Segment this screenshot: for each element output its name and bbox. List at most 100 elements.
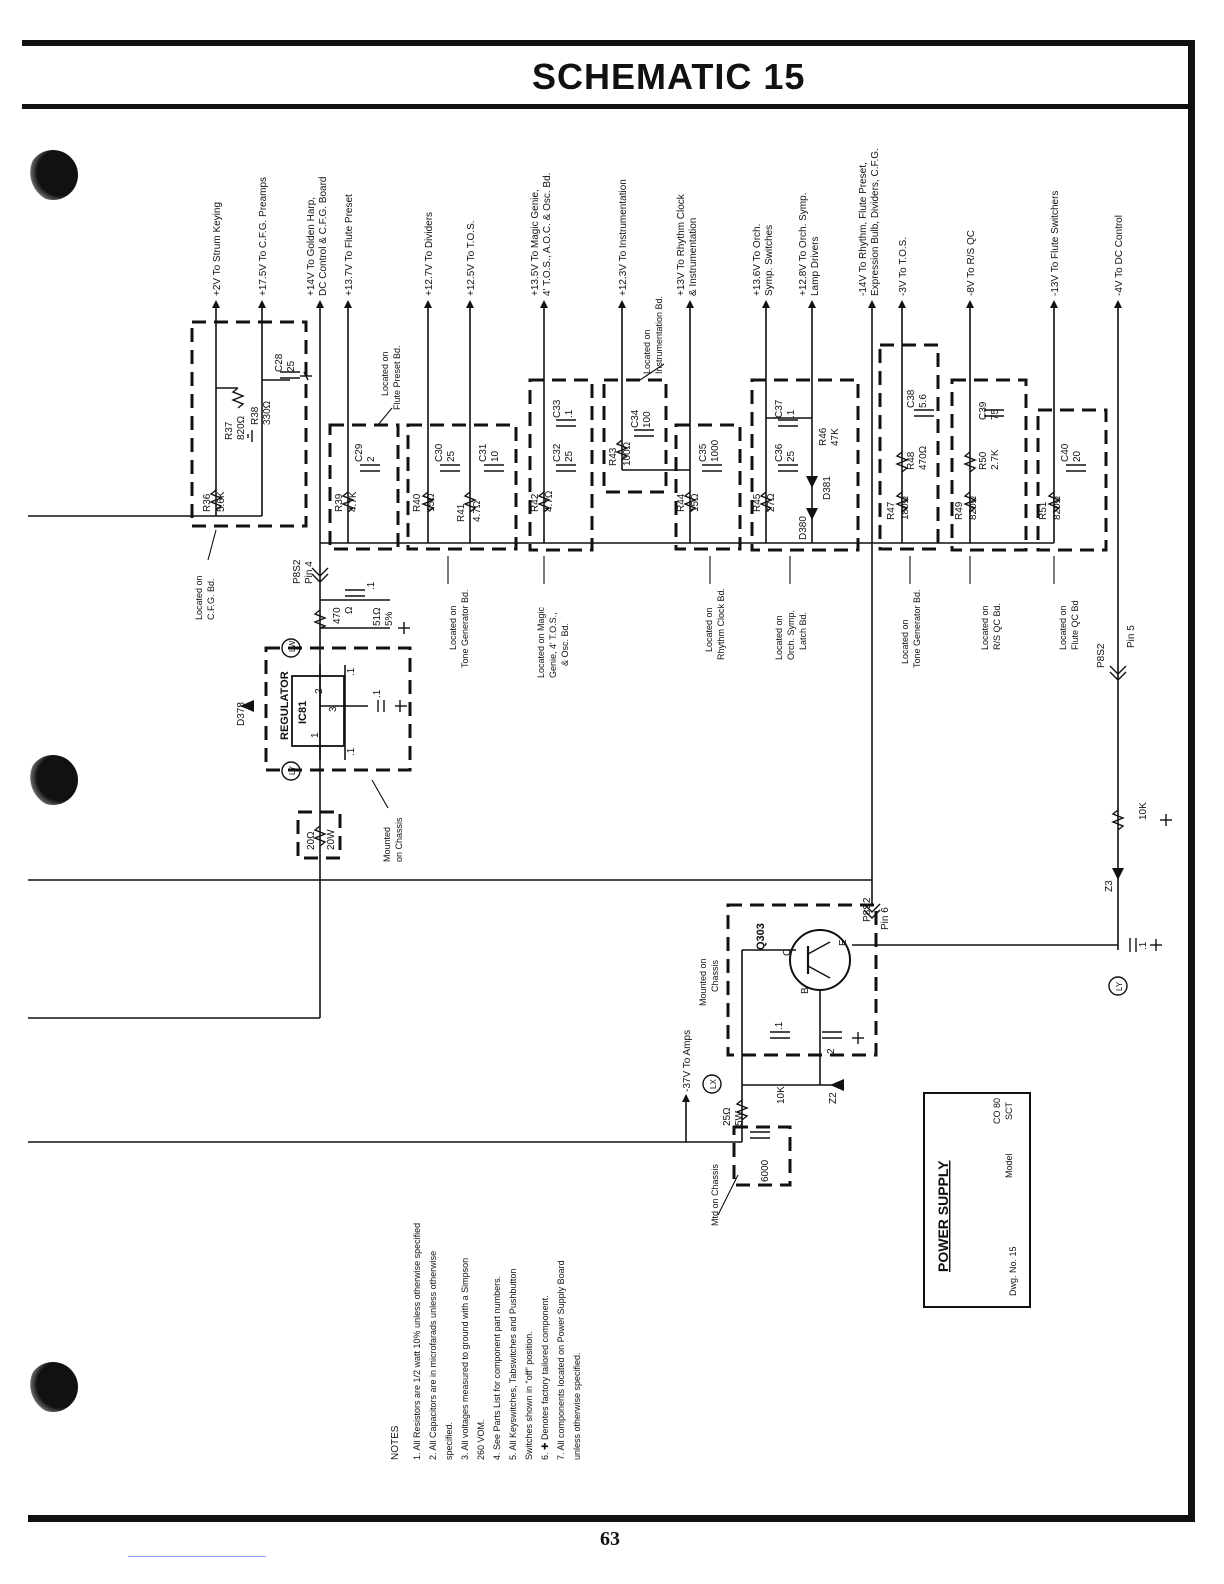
- rhythm-board-l1: Located on: [704, 607, 714, 652]
- r38-label: R38: [250, 406, 261, 425]
- c38-label: C38: [906, 389, 917, 408]
- r40-label: R40: [412, 493, 423, 512]
- c39-label: C39: [978, 401, 989, 420]
- supply-label: +13V To Rhythm Clock: [676, 193, 687, 296]
- c32-value: 25: [564, 450, 575, 462]
- chassis-reg-l1: Mounted: [382, 827, 392, 862]
- c40-value: 20: [1072, 450, 1083, 462]
- ic-pin1: 1: [310, 732, 321, 738]
- c36-label: C36: [774, 443, 785, 462]
- notes-block: NOTES 1. All Resistors are 1/2 watt 10% u…: [390, 1223, 582, 1460]
- page-number: 63: [600, 1528, 620, 1550]
- r49-label: R49: [954, 501, 965, 520]
- note-line: specified.: [444, 1422, 454, 1460]
- r39-label: R39: [334, 493, 345, 512]
- supply-label-line2: Expression Bulb, Dividers, C.F.G.: [870, 148, 881, 296]
- magic-genie-l2: Genie, 4' T.O.S.,: [548, 612, 558, 678]
- title-block-model-label: Model: [1004, 1153, 1014, 1178]
- page-title: SCHEMATIC 15: [532, 56, 806, 97]
- tone-gen-2-l1: Located on: [900, 619, 910, 664]
- r40-value: 15Ω: [426, 493, 437, 512]
- scan-artifact-line: [128, 1556, 266, 1557]
- r38-value: 330Ω: [262, 400, 273, 425]
- amps-label: -37V To Amps: [682, 1030, 693, 1092]
- cap-01-d: .1: [346, 747, 357, 756]
- note-line: 1. All Resistors are 1/2 watt 10% unless…: [412, 1223, 422, 1460]
- c28-label: C28: [274, 353, 285, 372]
- ic-pin3: 3: [328, 706, 339, 712]
- chassis-q-l1: Mounted on: [698, 958, 708, 1006]
- frame-bottom-border: [28, 1515, 1195, 1522]
- supply-label: +17.5V To C.F.G. Preamps: [258, 177, 269, 296]
- supply-label: +14V To Golden Harp,: [306, 197, 317, 296]
- note-line: 4. See Parts List for component part num…: [492, 1276, 502, 1460]
- c30-value: 25: [446, 450, 457, 462]
- c31-label: C31: [478, 443, 489, 462]
- lw-testpoint: LW: [288, 640, 297, 652]
- r51-value: 820Ω: [1052, 495, 1063, 520]
- w5-value: 5W: [734, 1110, 745, 1126]
- c32-label: C32: [552, 443, 563, 462]
- p8s2-pin5-line2: Pin 5: [1126, 625, 1137, 648]
- p8s2-pin4-line2: Pin 4: [304, 561, 315, 584]
- r20-value: 20Ω: [306, 831, 317, 850]
- orch-board-l1: Located on: [774, 615, 784, 660]
- r42-label: R42: [530, 493, 541, 512]
- r48-label: R48: [906, 451, 917, 470]
- title-block-model-value: CO 80: [992, 1098, 1002, 1124]
- r37-label: R37: [224, 421, 235, 440]
- instr-board-l1: Located on: [642, 329, 652, 374]
- ic81-label: IC81: [297, 701, 309, 724]
- r43-label: R43: [608, 447, 619, 466]
- z2-label: Z2: [828, 1092, 839, 1104]
- cap-01-f: .1: [1138, 941, 1149, 950]
- chassis-cap-l1: Mtd on Chassis: [710, 1163, 720, 1226]
- note-line: 7. All components located on Power Suppl…: [556, 1260, 566, 1460]
- magic-genie-l1: Located on Magic: [536, 606, 546, 678]
- wiring: [28, 306, 1119, 1143]
- r41-value: 4.7Ω: [472, 500, 483, 522]
- component-glyphs: [207, 363, 1172, 1308]
- r39-value: 4.7K: [348, 491, 359, 512]
- c40-label: C40: [1060, 443, 1071, 462]
- c2-value: 2: [826, 1048, 837, 1054]
- r36-value: 5.6K: [216, 491, 227, 512]
- q303-collector: C: [782, 949, 793, 956]
- q303-base: B: [800, 987, 811, 994]
- r10k-value-a: 10K: [776, 1086, 787, 1104]
- rsqc-board-l2: R/S QC Bd.: [992, 603, 1002, 650]
- tone-gen-1-l1: Located on: [448, 605, 458, 650]
- cap-01-a: .1: [366, 581, 377, 590]
- c34-value: 100: [642, 411, 653, 428]
- note-line: 5. All Keyswitches, Tabswitches and Push…: [508, 1269, 518, 1460]
- cap-01-e: .1: [774, 1021, 785, 1030]
- notes-heading: NOTES: [390, 1425, 401, 1460]
- chassis-q-l2: Chassis: [710, 959, 720, 992]
- frame-top-border: [22, 40, 1194, 46]
- supply-label: +13.6V To Orch.: [752, 224, 763, 296]
- cap-01-b: .1: [346, 667, 357, 676]
- r41-label: R41: [456, 503, 467, 522]
- orch-board-l3: Latch Bd.: [798, 612, 808, 650]
- note-line: unless otherwise specified.: [572, 1352, 582, 1460]
- q303-label: Q303: [755, 923, 767, 950]
- c30-label: C30: [434, 443, 445, 462]
- component-labels: R36 5.6K R37 820Ω R38 330Ω C28 25 R39 4.…: [194, 296, 1149, 1296]
- r46-value: 47K: [830, 428, 841, 446]
- frame-right-border: [1188, 40, 1195, 1522]
- supply-label: +2V To Strum Keying: [212, 202, 223, 296]
- supply-label-line2: DC Control & C.F.G. Board: [318, 177, 329, 296]
- supply-label: +13.5V To Magic Genie,: [530, 189, 541, 296]
- supply-label-line2: & Instrumentation: [688, 218, 699, 296]
- c35-value: 1000: [710, 439, 721, 462]
- supply-labels: +2V To Strum Keying +17.5V To C.F.G. Prea…: [212, 148, 1125, 296]
- supply-label: -8V To R/S QC: [966, 230, 977, 296]
- c31-value: 10: [490, 450, 501, 462]
- note-line: Switches shown in "off" position.: [524, 1331, 534, 1460]
- r49-value: 820Ω: [968, 495, 979, 520]
- regulator-label: REGULATOR: [279, 671, 291, 740]
- supply-label: +12.3V To Instrumentation: [618, 179, 629, 296]
- w20-value: 20W: [326, 829, 337, 850]
